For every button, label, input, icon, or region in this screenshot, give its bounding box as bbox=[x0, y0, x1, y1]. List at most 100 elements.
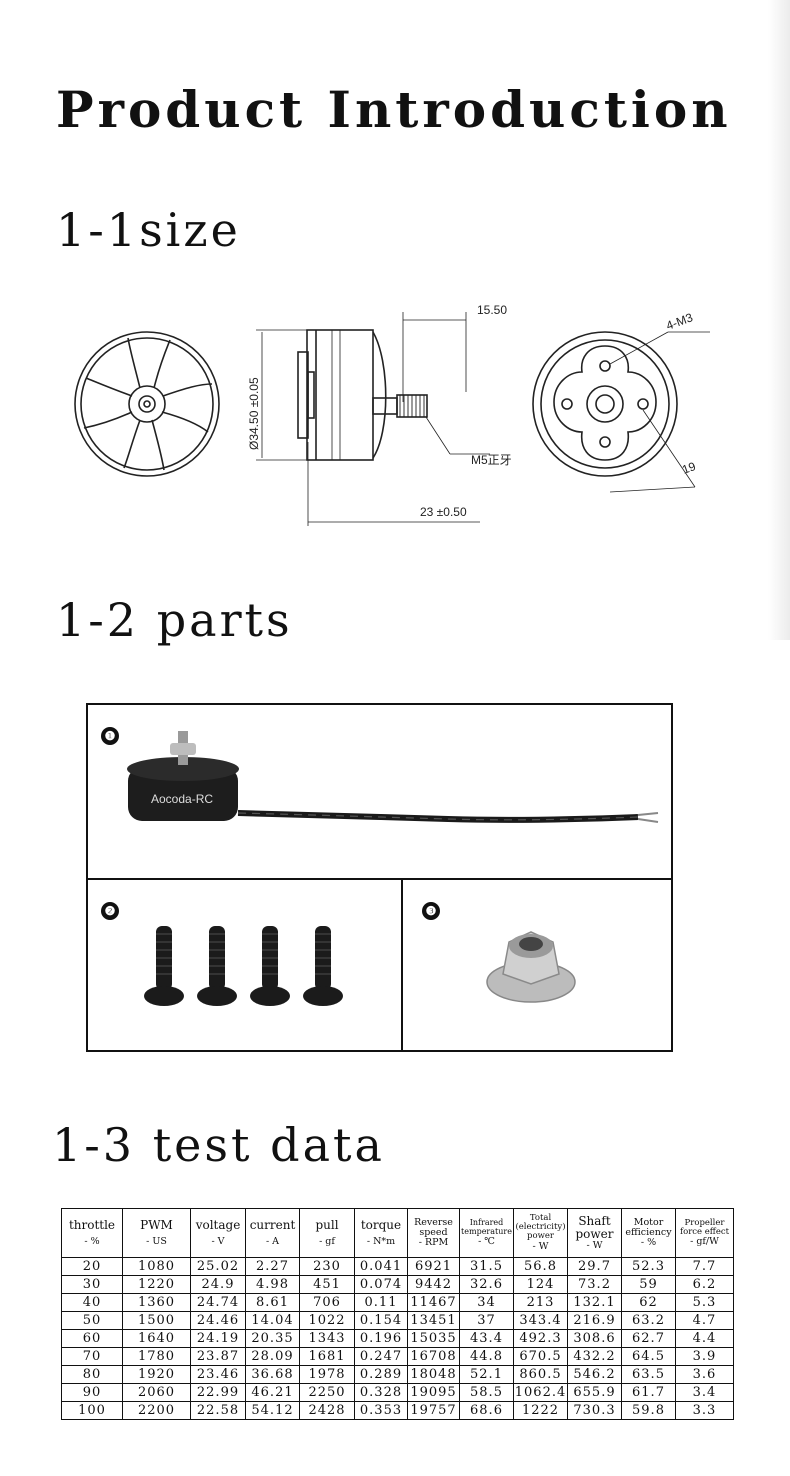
table-cell: 6921 bbox=[407, 1257, 460, 1276]
table-cell: 20 bbox=[61, 1257, 123, 1276]
table-cell: 22.99 bbox=[190, 1383, 246, 1402]
table-cell: 64.5 bbox=[621, 1347, 676, 1366]
table-cell: 1343 bbox=[299, 1329, 355, 1348]
table-cell: 213 bbox=[513, 1293, 568, 1312]
table-cell: 54.12 bbox=[245, 1401, 300, 1420]
table-cell: 34 bbox=[459, 1293, 514, 1312]
table-cell: 23.46 bbox=[190, 1365, 246, 1384]
hole-distance-dimension: 19 bbox=[680, 459, 698, 477]
table-cell: 23.87 bbox=[190, 1347, 246, 1366]
table-cell: 28.09 bbox=[245, 1347, 300, 1366]
part-cell-screws: ❷ bbox=[88, 880, 403, 1050]
table-cell: 46.21 bbox=[245, 1383, 300, 1402]
table-cell: 19757 bbox=[407, 1401, 460, 1420]
table-cell: 68.6 bbox=[459, 1401, 514, 1420]
table-cell: 2.27 bbox=[245, 1257, 300, 1276]
table-cell: 308.6 bbox=[567, 1329, 622, 1348]
table-cell: 16708 bbox=[407, 1347, 460, 1366]
table-cell: 1062.4 bbox=[513, 1383, 568, 1402]
table-cell: 0.074 bbox=[354, 1275, 408, 1294]
part-cell-nut: ❸ bbox=[403, 880, 671, 1050]
table-cell: 59 bbox=[621, 1275, 676, 1294]
table-cell: 1920 bbox=[122, 1365, 191, 1384]
table-cell: 37 bbox=[459, 1311, 514, 1330]
table-cell: 80 bbox=[61, 1365, 123, 1384]
table-cell: 11467 bbox=[407, 1293, 460, 1312]
table-cell: 0.289 bbox=[354, 1365, 408, 1384]
table-cell: 22.58 bbox=[190, 1401, 246, 1420]
table-cell: 0.196 bbox=[354, 1329, 408, 1348]
motor-front-view bbox=[74, 331, 220, 477]
table-cell: 62.7 bbox=[621, 1329, 676, 1348]
table-cell: 90 bbox=[61, 1383, 123, 1402]
table-cell: 59.8 bbox=[621, 1401, 676, 1420]
motor-dimension-drawing: 15.50 Ø34.50 ±0.05 M5正牙 23 ±0.50 4-M3 19 bbox=[74, 303, 710, 526]
table-cell: 100 bbox=[61, 1401, 123, 1420]
table-cell: 492.3 bbox=[513, 1329, 568, 1348]
table-cell: 73.2 bbox=[567, 1275, 622, 1294]
table-cell: 8.61 bbox=[245, 1293, 300, 1312]
column-header-throttle: throttle- % bbox=[61, 1208, 123, 1258]
table-cell: 4.98 bbox=[245, 1275, 300, 1294]
table-cell: 655.9 bbox=[567, 1383, 622, 1402]
table-cell: 24.9 bbox=[190, 1275, 246, 1294]
table-cell: 56.8 bbox=[513, 1257, 568, 1276]
table-cell: 60 bbox=[61, 1329, 123, 1348]
table-cell: 3.4 bbox=[675, 1383, 734, 1402]
section-heading-size: 1-1size bbox=[56, 203, 241, 257]
table-cell: 0.154 bbox=[354, 1311, 408, 1330]
table-cell: 0.247 bbox=[354, 1347, 408, 1366]
table-cell: 36.68 bbox=[245, 1365, 300, 1384]
section-heading-test-data: 1-3 test data bbox=[52, 1118, 385, 1172]
part-number-badge: ❷ bbox=[101, 902, 119, 920]
table-cell: 1681 bbox=[299, 1347, 355, 1366]
motor-brand-label: Aocoda-RC bbox=[151, 792, 213, 806]
table-cell: 1780 bbox=[122, 1347, 191, 1366]
table-cell: 43.4 bbox=[459, 1329, 514, 1348]
table-cell: 432.2 bbox=[567, 1347, 622, 1366]
table-cell: 61.7 bbox=[621, 1383, 676, 1402]
page-title: Product Introduction bbox=[56, 80, 732, 139]
column-header-pwm: PWM- US bbox=[122, 1208, 191, 1258]
table-cell: 24.19 bbox=[190, 1329, 246, 1348]
table-cell: 230 bbox=[299, 1257, 355, 1276]
table-cell: 6.2 bbox=[675, 1275, 734, 1294]
table-cell: 1640 bbox=[122, 1329, 191, 1348]
table-cell: 29.7 bbox=[567, 1257, 622, 1276]
table-cell: 2060 bbox=[122, 1383, 191, 1402]
table-cell: 1500 bbox=[122, 1311, 191, 1330]
table-cell: 0.353 bbox=[354, 1401, 408, 1420]
table-cell: 4.4 bbox=[675, 1329, 734, 1348]
screws-photo bbox=[144, 926, 343, 1006]
motor-photo: Aocoda-RC bbox=[127, 731, 659, 823]
table-cell: 546.2 bbox=[567, 1365, 622, 1384]
table-cell: 1978 bbox=[299, 1365, 355, 1384]
table-header-row: throttle- % PWM- US voltage- V current- … bbox=[61, 1208, 734, 1258]
table-cell: 0.11 bbox=[354, 1293, 408, 1312]
table-cell: 14.04 bbox=[245, 1311, 300, 1330]
table-cell: 3.3 bbox=[675, 1401, 734, 1420]
part-number-badge: ❶ bbox=[101, 727, 119, 745]
table-cell: 19095 bbox=[407, 1383, 460, 1402]
parts-grid: ❶ Aocoda-RC ❷ bbox=[86, 703, 673, 1052]
motor-rear-view bbox=[532, 331, 710, 493]
table-cell: 31.5 bbox=[459, 1257, 514, 1276]
table-cell: 1220 bbox=[122, 1275, 191, 1294]
column-header-motor-efficiency: Motor efficiency- % bbox=[621, 1208, 676, 1258]
table-cell: 132.1 bbox=[567, 1293, 622, 1312]
table-cell: 4.7 bbox=[675, 1311, 734, 1330]
table-cell: 9442 bbox=[407, 1275, 460, 1294]
thread-dimension: M5正牙 bbox=[471, 453, 512, 467]
table-cell: 3.9 bbox=[675, 1347, 734, 1366]
table-cell: 1080 bbox=[122, 1257, 191, 1276]
test-data-table: throttle- % PWM- US voltage- V current- … bbox=[61, 1208, 734, 1420]
table-cell: 62 bbox=[621, 1293, 676, 1312]
